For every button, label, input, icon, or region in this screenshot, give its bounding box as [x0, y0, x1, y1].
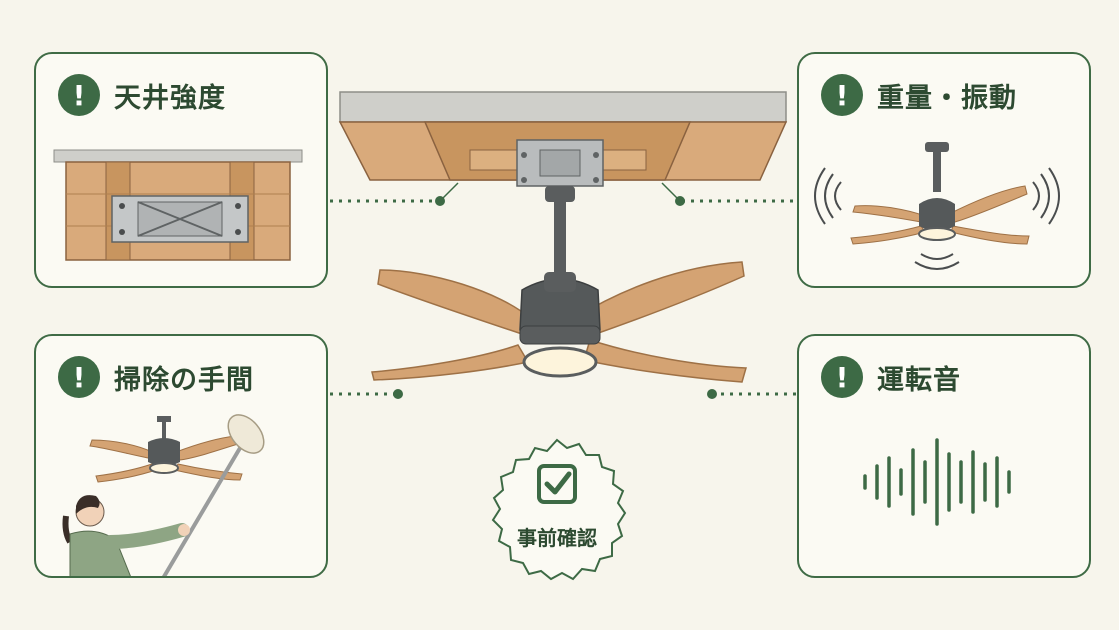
ceiling-fan-illustration [371, 186, 747, 383]
card-operating-noise: ! 運転音 [797, 334, 1091, 578]
pre-check-badge: 事前確認 [476, 436, 638, 586]
exclamation-icon: ! [58, 74, 100, 116]
card-header: ! 掃除の手間 [58, 356, 254, 398]
connector-lines [330, 199, 797, 396]
card-title: 重量・振動 [877, 82, 1017, 114]
exclamation-icon: ! [821, 74, 863, 116]
vibrating-fan-illustration [814, 142, 1060, 270]
card-cleaning-effort: ! 掃除の手間 [34, 334, 328, 578]
vibration-waves [814, 167, 1060, 270]
card-header: ! 天井強度 [58, 74, 226, 116]
card-weight-vibration: ! 重量・振動 [797, 52, 1091, 288]
card-header: ! 重量・振動 [821, 74, 1017, 116]
exclamation-icon: ! [58, 356, 100, 398]
checkbox-check-icon [537, 464, 577, 504]
person-dusting-fan-illustration [62, 414, 265, 576]
exclamation-icon: ! [821, 356, 863, 398]
card-ceiling-strength: ! 天井強度 [34, 52, 328, 288]
ceiling-beam-bracket-illustration [53, 149, 303, 261]
ceiling-section [338, 91, 788, 187]
card-title: 掃除の手間 [114, 364, 254, 396]
card-title: 運転音 [877, 364, 961, 396]
scalloped-seal [491, 438, 627, 581]
sound-wave-illustration [863, 438, 1011, 526]
badge-label: 事前確認 [517, 526, 597, 550]
card-title: 天井強度 [114, 82, 226, 114]
card-header: ! 運転音 [821, 356, 961, 398]
